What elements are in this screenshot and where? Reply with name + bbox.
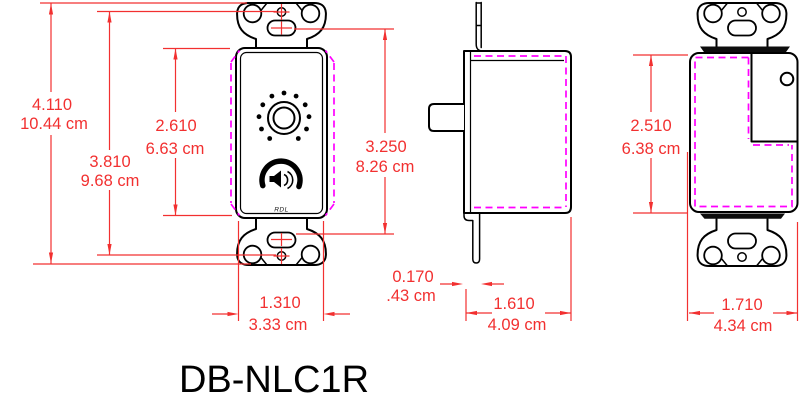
dim-label-cm: 9.68 cm <box>81 172 140 190</box>
dim-label-cm: 6.63 cm <box>146 140 205 158</box>
side-view <box>428 1 572 264</box>
dim-insert-width: 1.310 3.33 cm <box>212 221 350 334</box>
dim-insert-height: 2.610 6.63 cm <box>146 47 232 217</box>
plate-edge-lines <box>469 51 564 213</box>
plate-edge-strip-bottom <box>700 213 785 219</box>
mounting-ear-bottom <box>696 218 788 268</box>
dim-slot-spacing: 3.250 8.26 cm <box>294 28 415 235</box>
dim-overall-height: 4.110 10.44 cm <box>20 2 251 265</box>
rear-box-side-outline <box>463 50 572 214</box>
dim-rear-box-width: 1.710 4.34 cm <box>686 152 799 335</box>
dim-flange-thickness: 0.170 .43 cm <box>386 268 504 305</box>
dim-label: 3.250 <box>365 138 406 156</box>
decora-plate-inner-outline <box>239 51 324 215</box>
dim-label: 2.610 <box>155 117 196 135</box>
dim-label: 1.310 <box>259 294 300 312</box>
dim-label: 2.510 <box>630 117 671 135</box>
front-view: RDL <box>230 1 335 267</box>
connector-notch <box>750 52 799 143</box>
dim-label: 4.110 <box>32 96 72 114</box>
dim-label: 1.710 <box>721 296 762 314</box>
dim-label-cm: .43 cm <box>386 287 436 305</box>
wallplate-hidden-outline <box>230 49 335 217</box>
dim-mount-hole-spacing: 3.810 9.68 cm <box>81 10 277 256</box>
plate-edge-strip-top <box>700 46 790 53</box>
side-hidden-outline <box>474 55 567 209</box>
product-model-title: DB-NLC1R <box>179 359 369 401</box>
volume-icon <box>259 158 303 190</box>
dimension-annotations: 4.110 10.44 cm 3.810 9.68 cm 2.610 6.63 … <box>20 2 799 335</box>
dim-label-cm: 8.26 cm <box>356 158 415 176</box>
dim-label-cm: 4.34 cm <box>714 317 773 335</box>
dim-depth: 1.610 4.09 cm <box>465 217 572 334</box>
rear-hidden-outline <box>694 56 793 208</box>
dim-label: 0.170 <box>392 268 433 286</box>
brand-logo: RDL <box>274 207 289 214</box>
level-control-knob <box>267 101 301 135</box>
dim-label-cm: 6.38 cm <box>622 140 681 158</box>
mounting-ear-top <box>696 1 788 52</box>
level-dots <box>256 90 312 141</box>
rear-view <box>689 1 799 268</box>
dim-label-cm: 4.09 cm <box>488 316 547 334</box>
target-crosses <box>271 4 292 264</box>
dim-label-cm: 3.33 cm <box>249 316 308 334</box>
knob-side-profile <box>428 103 465 132</box>
dim-rear-box-height: 2.510 6.38 cm <box>622 54 688 214</box>
dim-label: 1.610 <box>493 295 534 313</box>
dim-label: 3.810 <box>89 153 130 171</box>
mounting-flange-bottom <box>463 212 481 264</box>
speaker-icon <box>269 170 281 188</box>
mounting-flange-top <box>475 1 484 52</box>
dim-label-cm: 10.44 cm <box>20 115 88 133</box>
cable-hole <box>779 71 795 87</box>
rear-box-outline <box>689 52 799 213</box>
